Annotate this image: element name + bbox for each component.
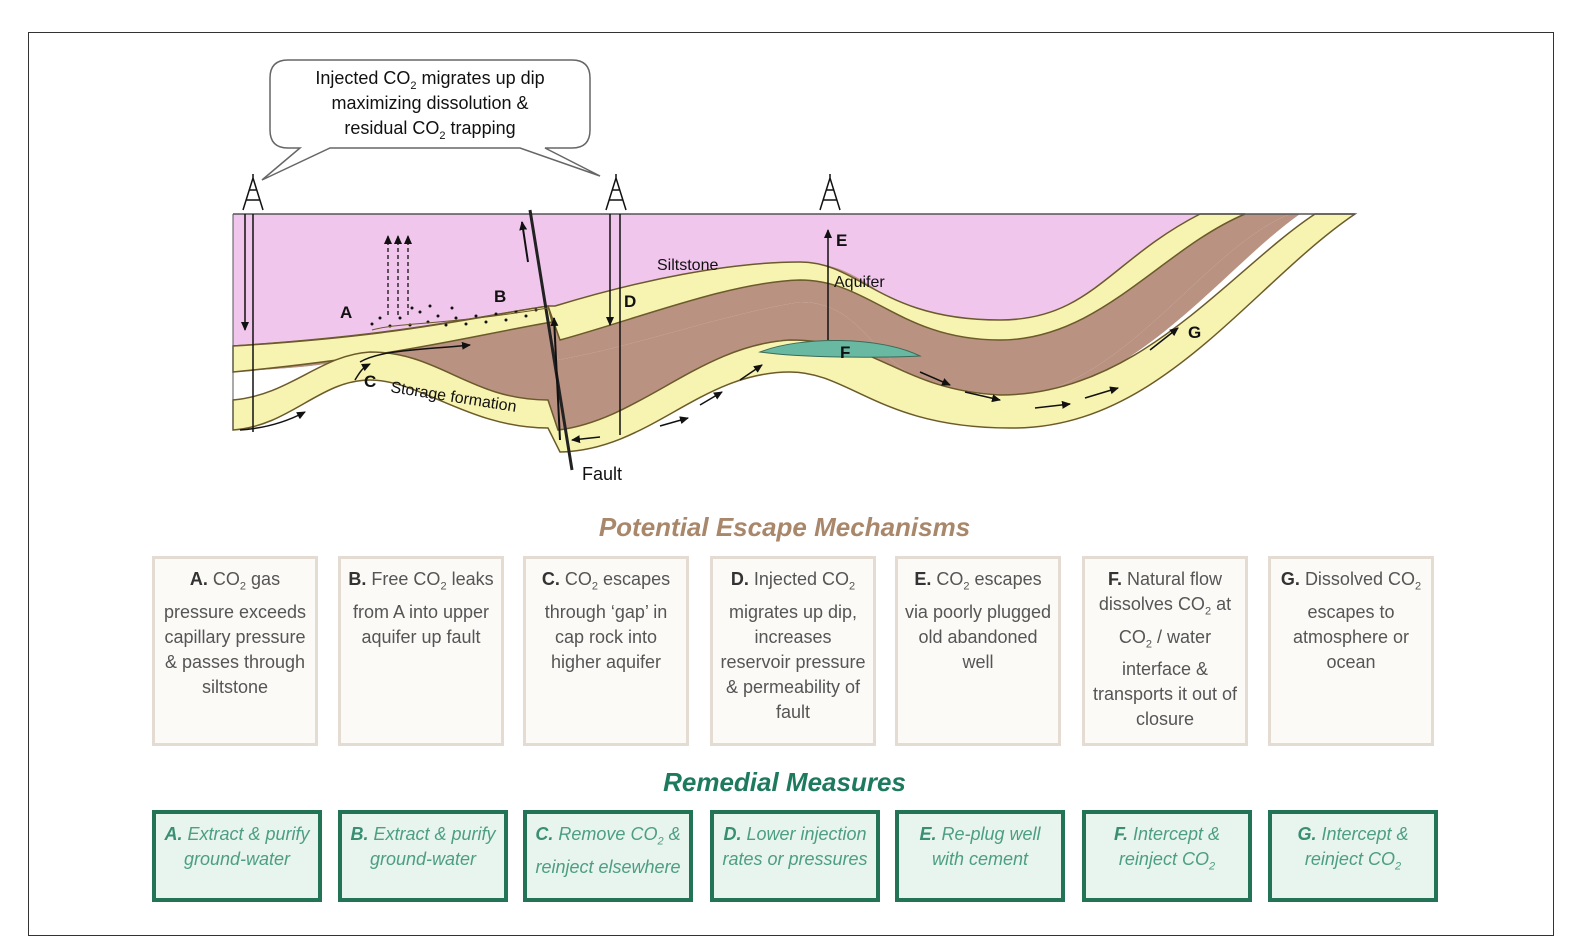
remedial-measure-text: Intercept & reinject CO: [1118, 824, 1221, 869]
remedial-measure-text: Extract & purify ground-water: [369, 824, 496, 869]
siltstone-label: Siltstone: [657, 257, 718, 274]
callout-line-2: maximizing dissolution &: [331, 93, 528, 113]
escape-mechanism-text: escapes through ‘gap’ in cap rock into h…: [544, 569, 671, 672]
remedial-measure-letter: G.: [1297, 824, 1317, 844]
escape-mechanism-letter: A.: [189, 569, 208, 589]
escape-mechanism-text: CO: [212, 569, 240, 589]
fault-arrow-up-left: [519, 221, 529, 263]
remedial-measure-letter: F.: [1113, 824, 1128, 844]
escape-mechanism-letter: C.: [541, 569, 560, 589]
escape-mechanism-letter: E.: [914, 569, 932, 589]
escape-mechanism-letter: D.: [730, 569, 749, 589]
point-f-label: F: [840, 343, 850, 362]
remedial-measure-box: F. Intercept & reinject CO2: [1082, 810, 1252, 902]
fault-arrow-up-right: [550, 317, 561, 441]
aquifer-label: Aquifer: [834, 274, 885, 291]
escape-mechanism-text: migrates up dip, increases reservoir pre…: [720, 601, 866, 722]
remedial-measure-letter: E.: [919, 824, 937, 844]
escape-mechanism-text: leaks from A into upper aquifer up fault: [352, 569, 494, 647]
escape-mechanism-box: G. Dissolved CO2 escapes to atmosphere o…: [1268, 556, 1434, 746]
escape-mechanism-box: F. Natural flow dissolves CO2 at CO2 / w…: [1082, 556, 1248, 746]
callout-line-1: Injected CO2 migrates up dip: [315, 68, 544, 92]
escape-mechanism-text: Free CO: [371, 569, 441, 589]
remedial-measure-box: G. Intercept & reinject CO2: [1268, 810, 1438, 902]
escape-mechanism-text: escapes via poorly plugged old abandoned…: [904, 569, 1052, 672]
escape-mechanism-text: at CO: [1118, 594, 1232, 647]
well-derrick-icon: [241, 174, 264, 432]
co2-plume-cap: [371, 307, 549, 331]
point-g-label: G: [1188, 323, 1201, 342]
escape-mechanisms-title: Potential Escape Mechanisms: [598, 512, 971, 542]
point-b-label: B: [494, 287, 506, 306]
remedial-measure-box: C. Remove CO2 & reinject elsewhere: [523, 810, 693, 902]
storage-lower: [233, 214, 1300, 440]
escape-mechanism-text: Dissolved CO: [1304, 569, 1415, 589]
well-derrick-icon: [819, 174, 841, 340]
point-e-label: E: [836, 231, 847, 250]
escape-mechanism-text: escapes to atmosphere or ocean: [1292, 601, 1410, 672]
escape-mechanism-text: Injected CO: [753, 569, 849, 589]
remedial-measure-text: Re-plug well with cement: [931, 824, 1041, 869]
escape-mechanism-text: gas pressure exceeds capillary pressure …: [163, 569, 307, 697]
remedial-measure-letter: B.: [350, 824, 369, 844]
figure-frame: [28, 32, 1554, 936]
point-c-label: C: [364, 372, 376, 391]
remedial-measure-box: A. Extract & purify ground-water: [152, 810, 322, 902]
callout-line-3: residual CO2 trapping: [344, 118, 515, 142]
point-a-label: A: [340, 303, 352, 322]
storage-layer: [233, 214, 1290, 398]
remedial-measure-text: Extract & purify ground-water: [183, 824, 310, 869]
remedial-measure-text: Intercept & reinject CO: [1304, 824, 1409, 869]
remedial-measures-title: Remedial Measures: [663, 767, 906, 797]
remedial-measure-letter: D.: [723, 824, 742, 844]
remedial-measure-box: D. Lower injection rates or pressures: [710, 810, 880, 902]
well-derrick-icon: [605, 174, 627, 435]
remedial-measure-box: E. Re-plug well with cement: [895, 810, 1065, 902]
escape-mechanism-letter: B.: [348, 569, 367, 589]
escape-mechanism-box: A. CO2 gas pressure exceeds capillary pr…: [152, 556, 318, 746]
co2-pocket-f: [758, 339, 922, 358]
escape-mechanism-box: B. Free CO2 leaks from A into upper aqui…: [338, 556, 504, 746]
remedial-measure-box: B. Extract & purify ground-water: [338, 810, 508, 902]
remedial-measure-text: Lower injection rates or pressures: [722, 824, 868, 869]
fault-label: Fault: [582, 464, 622, 484]
escape-mechanism-text: CO: [936, 569, 964, 589]
escape-mechanism-text: CO: [564, 569, 592, 589]
point-d-label: D: [624, 292, 636, 311]
remedial-measure-text: & reinject elsewhere: [535, 824, 681, 877]
escape-mechanism-text: Natural flow dissolves CO: [1098, 569, 1223, 614]
flow-arrows: [239, 327, 1179, 444]
escape-mechanism-letter: G.: [1280, 569, 1300, 589]
escape-mechanism-letter: F.: [1107, 569, 1122, 589]
siltstone-layer: [233, 214, 1200, 346]
escape-arrows-a: [384, 235, 412, 315]
remedial-measure-letter: C.: [535, 824, 554, 844]
escape-mechanism-box: C. CO2 escapes through ‘gap’ in cap rock…: [523, 556, 689, 746]
geologic-cross-section: Injected CO2 migrates up dip maximizing …: [232, 59, 1358, 484]
escape-mechanism-box: E. CO2 escapes via poorly plugged old ab…: [895, 556, 1061, 746]
fault-line: [528, 209, 574, 471]
escape-mechanism-text: / water interface & transports it out of…: [1092, 626, 1238, 730]
escape-mechanism-box: D. Injected CO2 migrates up dip, increas…: [710, 556, 876, 746]
remedial-measure-letter: A.: [164, 824, 183, 844]
remedial-measure-text: Remove CO: [558, 824, 658, 844]
callout-bubble: [261, 59, 601, 181]
